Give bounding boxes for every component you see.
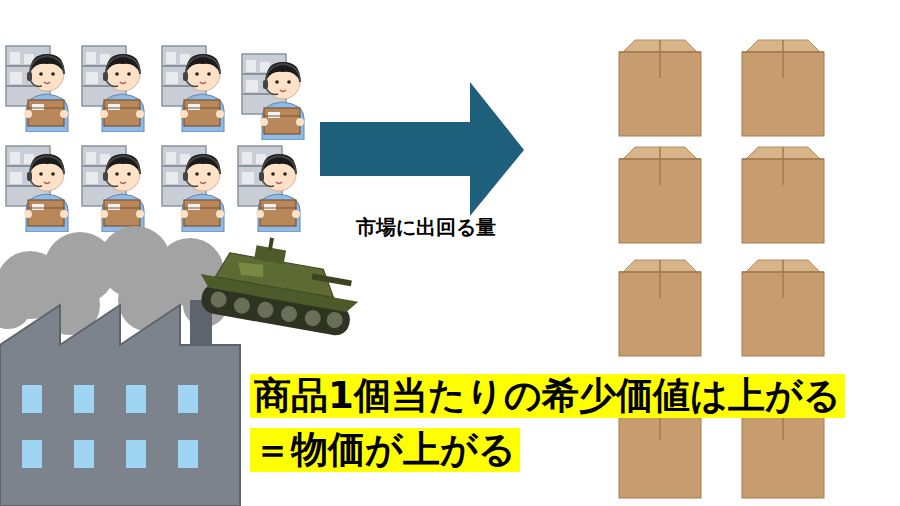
highlight-text: 商品1個当たりの希少価値は上がる xyxy=(254,374,841,418)
highlight-band: 商品1個当たりの希少価値は上がる xyxy=(250,374,845,418)
highlight-text: ＝物価が上がる xyxy=(254,428,516,472)
arrow-caption: 市場に出回る量 xyxy=(354,214,498,240)
highlight-band: ＝物価が上がる xyxy=(250,428,520,472)
